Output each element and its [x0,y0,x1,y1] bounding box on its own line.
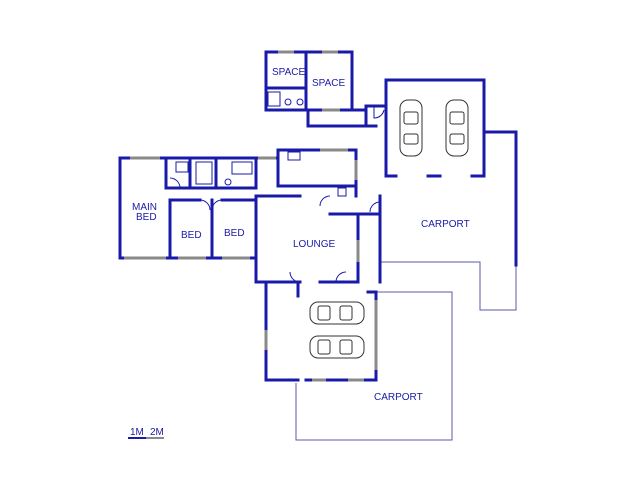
lower-garage [264,280,378,382]
toilet-icon [224,178,232,186]
door-swing-icon [373,106,385,119]
car-icon [309,301,365,325]
house-wall [276,148,358,198]
stove-icon [337,187,347,197]
basin-icon [296,98,304,106]
main-house [118,148,382,284]
garage-walls [384,78,486,176]
upper-carport-outline [380,261,517,311]
carport-outlines [295,261,517,441]
door-swing-icon [335,271,347,283]
basin-icon [175,161,189,173]
house-wall [276,148,332,188]
room-label-carport: CARPORT [374,392,423,403]
scale-label-1m: 1M [130,427,144,438]
kitchen-sink-icon [287,151,301,161]
shower-icon [267,91,281,107]
door-swing-icon [319,195,331,207]
room-label-carport: CARPORT [421,219,470,230]
door-swing-icon [199,199,211,211]
room-label-bed: BED [224,228,245,239]
garage-wall [482,130,518,267]
car-icon [309,335,365,359]
lower-carport-outline [295,291,453,441]
room-label-main-bed: MAIN [132,202,157,213]
corridor [306,104,388,150]
room-label-main-bed: BED [136,212,157,223]
room-label-lounge: LOUNGE [293,239,336,250]
bath-icon [231,161,253,175]
toilet-icon [284,98,292,106]
upper-garage [384,78,518,267]
scale-bar: 1M 2M [128,427,164,439]
door-swing-icon [369,201,381,213]
corridor-wall [306,108,318,128]
door-swing-icon [169,177,181,189]
car-icon [399,99,423,157]
room-label-space: SPACE [312,78,345,89]
shower-icon [195,161,213,185]
door-swing-icon [211,199,223,211]
room-label-bed: BED [181,230,202,241]
room-labels: SPACE SPACE MAIN BED BED BED LOUNGE CARP… [132,67,470,403]
scale-label-2m: 2M [150,427,164,438]
garage-wall [264,280,300,382]
car-icon [445,99,469,157]
room-label-space: SPACE [272,67,305,78]
